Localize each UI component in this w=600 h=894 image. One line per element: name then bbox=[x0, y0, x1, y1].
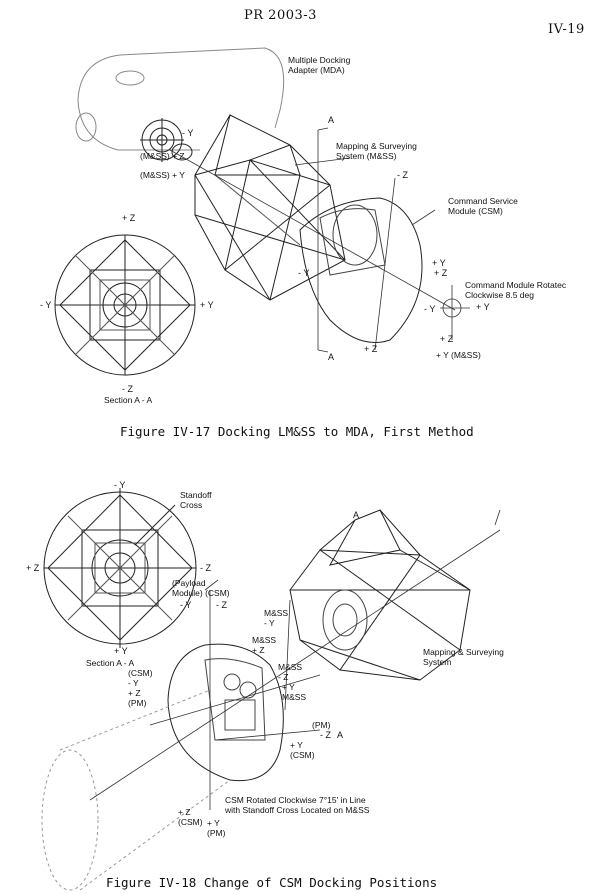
figure-iv-18-drawing bbox=[0, 450, 600, 894]
label-plus-y-mss: + Y (M&SS) bbox=[436, 350, 481, 360]
axis-minus-z-csm: - Z bbox=[320, 730, 331, 740]
label-section-a-a-2: Section A - A bbox=[86, 658, 135, 668]
axis-minus-y-mid: - Y bbox=[298, 268, 310, 278]
label-csm: Command Service Module (CSM) bbox=[448, 196, 518, 216]
axis-minus-y-top: - Y bbox=[114, 480, 126, 490]
axis-a-top-2: A bbox=[353, 510, 360, 520]
label-mss-plus-y: (M&SS) + Y bbox=[140, 170, 185, 180]
section-a-a-drawing bbox=[55, 235, 195, 375]
axis-a-top: A bbox=[328, 115, 335, 125]
axis-minus-y-pm: - Y bbox=[180, 600, 192, 610]
axis-minus-y-right: - Y bbox=[424, 304, 436, 314]
axis-minus-y-mda: - Y bbox=[182, 128, 194, 138]
label-mss-plus-z: M&SS + Z bbox=[252, 635, 277, 655]
label-mss-plus-z: (M&SS) + Z bbox=[140, 151, 185, 161]
axis-plus-y-section: + Y bbox=[200, 300, 214, 310]
figure-iv-17-caption: Figure IV-17 Docking LM&SS to MDA, First… bbox=[120, 424, 474, 439]
label-mss-plus-y: + Y M&SS bbox=[282, 682, 307, 702]
axis-minus-y-section: - Y bbox=[40, 300, 52, 310]
figure-iv-18: Standoff Cross (Payload Module) (CSM) Se… bbox=[0, 450, 600, 894]
label-csm-plus-y: + Y (CSM) bbox=[290, 740, 315, 760]
document-id: PR 2003-3 bbox=[244, 8, 317, 23]
figure-iv-17-axis-lines bbox=[170, 128, 470, 352]
axis-plus-y-right: + Y bbox=[432, 258, 446, 268]
payload-module-outline bbox=[42, 690, 230, 890]
label-pm-plus-z: + Z (PM) bbox=[128, 688, 147, 708]
label-csm-minus-y: (CSM) - Y bbox=[128, 668, 153, 688]
label-mda: Multiple Docking Adapter (MDA) bbox=[288, 55, 351, 75]
section-a-a-standoff-drawing bbox=[44, 488, 196, 648]
csm-capsule bbox=[168, 644, 283, 780]
axis-minus-z-right: - Z bbox=[200, 563, 211, 573]
mss-truss-frame bbox=[195, 115, 345, 300]
label-pm: (PM) bbox=[312, 720, 331, 730]
csm-body bbox=[300, 198, 422, 343]
figure-iv-18-caption: Figure IV-18 Change of CSM Docking Posit… bbox=[106, 875, 438, 890]
axis-plus-y-right-2: + Y bbox=[476, 302, 490, 312]
axis-minus-z-top: - Z bbox=[397, 170, 408, 180]
axis-plus-z-right: + Z bbox=[434, 268, 448, 278]
label-cm-rotated: Command Module Rotatec Clockwise 8.5 deg bbox=[465, 280, 567, 300]
figure-iv-17-drawing bbox=[0, 0, 600, 450]
axis-minus-z-pm: - Z bbox=[216, 600, 227, 610]
axis-plus-z-left: + Z bbox=[26, 563, 40, 573]
axis-plus-z-section: + Z bbox=[122, 213, 136, 223]
mda-docking-port bbox=[140, 118, 192, 162]
label-section-a-a: Section A - A bbox=[104, 395, 153, 405]
page-number: IV-19 bbox=[548, 22, 585, 37]
label-mss-2: Mapping & Surveying System bbox=[423, 647, 504, 667]
axis-a-right: A bbox=[337, 730, 344, 740]
label-mss-minus-z: M&SS - Z bbox=[278, 662, 303, 682]
axis-minus-z-section: - Z bbox=[122, 384, 133, 394]
figure-iv-18-axis-lines bbox=[90, 510, 500, 810]
axis-plus-y-bottom: + Y bbox=[114, 646, 128, 656]
mda-cylinder bbox=[76, 48, 284, 150]
figure-iv-17: Multiple Docking Adapter (MDA) Mapping &… bbox=[0, 0, 600, 450]
mss-truss-frame-2 bbox=[290, 510, 470, 680]
axis-plus-z-right-2: + Z bbox=[440, 334, 454, 344]
axis-plus-z-bottom: + Z bbox=[364, 344, 378, 354]
axis-a-bottom: A bbox=[328, 352, 335, 362]
label-pm-plus-y: + Y (PM) bbox=[207, 818, 226, 838]
label-standoff-cross: Standoff Cross bbox=[180, 490, 212, 510]
label-csm-plus-z: + Z (CSM) bbox=[178, 807, 203, 827]
label-mss: Mapping & Surveying System (M&SS) bbox=[336, 141, 417, 161]
label-mss-minus-y: M&SS - Y bbox=[264, 608, 289, 628]
label-csm-rotated: CSM Rotated Clockwise 7°15' in Line with… bbox=[225, 795, 370, 815]
label-payload-module: (Payload Module) (CSM) bbox=[172, 578, 230, 598]
